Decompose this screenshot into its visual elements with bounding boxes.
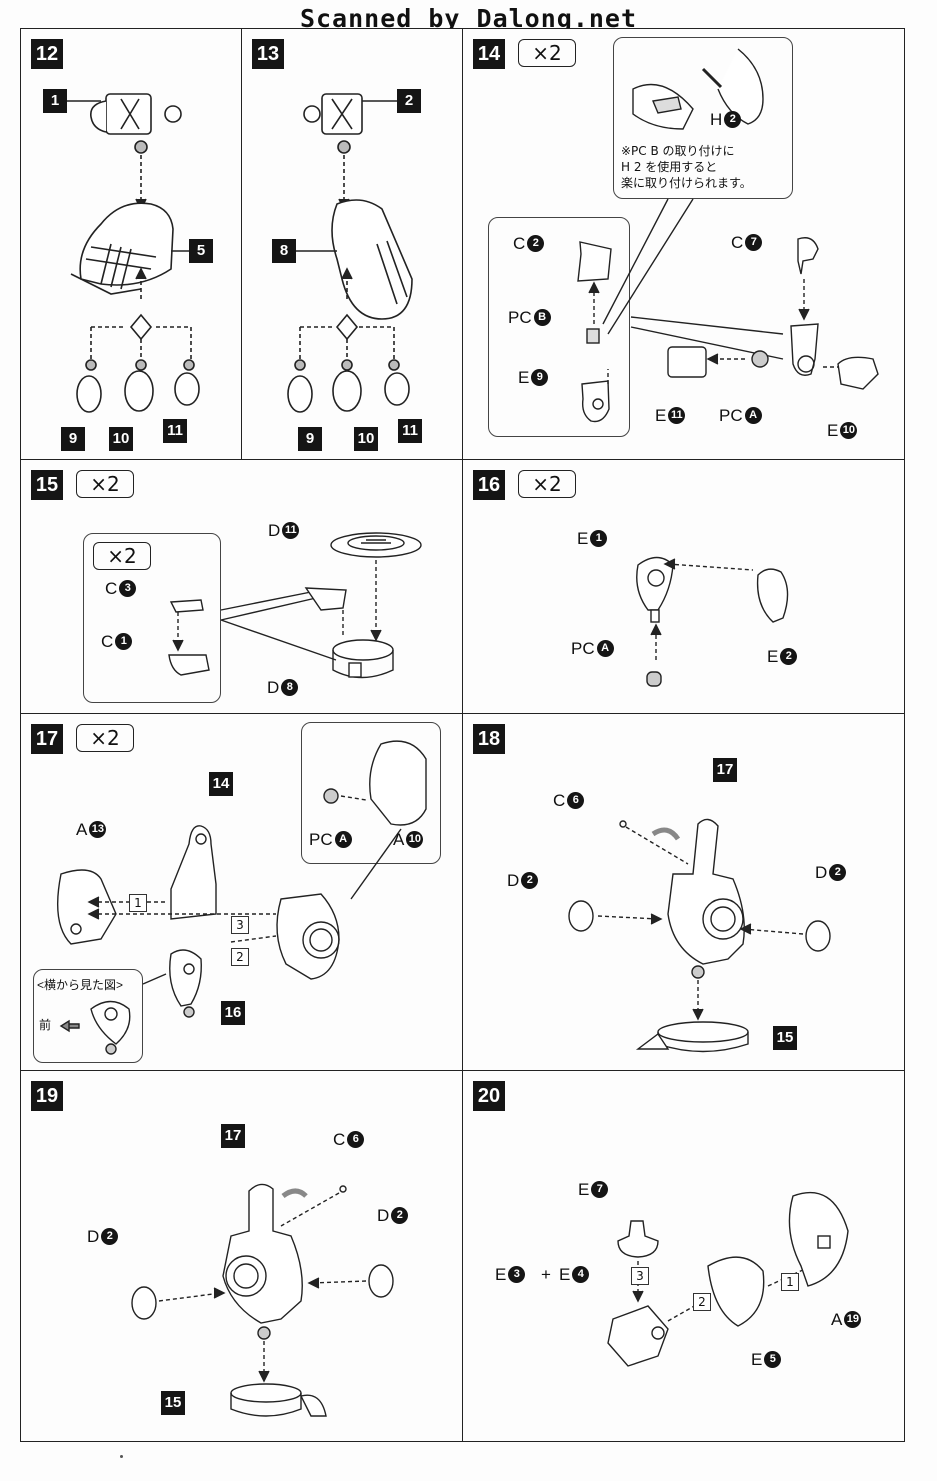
quantity-badge: ×2 — [76, 724, 134, 752]
step-number: 12 — [31, 39, 63, 69]
step-12-panel: 12 1 5 9 10 11 — [20, 28, 242, 460]
order-number: 1 — [129, 894, 147, 912]
detail-inset — [301, 722, 441, 864]
part-tag: 15 — [161, 1391, 185, 1415]
subassembly-inset — [83, 533, 221, 703]
part-tag: 16 — [221, 1001, 245, 1025]
part-tag: 9 — [298, 427, 322, 451]
step-number: 19 — [31, 1081, 63, 1111]
side-view-title: <横から見た図> — [37, 978, 124, 992]
tip-inset — [613, 37, 793, 199]
step-12-diagram — [57, 93, 200, 413]
quantity-badge: ×2 — [518, 470, 576, 498]
part-tag: 5 — [189, 239, 213, 263]
step-18-diagram — [568, 818, 831, 1053]
order-number: 2 — [693, 1293, 711, 1311]
front-label: 前 — [39, 1018, 52, 1032]
step-14-panel: 14 ×2 — [462, 28, 905, 460]
part-tag: 10 — [354, 427, 378, 451]
part-tag: 17 — [221, 1124, 245, 1148]
plus-sign: + — [541, 1265, 551, 1284]
part-tag: 2 — [397, 89, 421, 113]
step-14-diagram — [577, 48, 879, 423]
quantity-badge: ×2 — [76, 470, 134, 498]
part-tag: 17 — [713, 758, 737, 782]
quantity-badge: ×2 — [518, 39, 576, 67]
step-number: 16 — [473, 470, 505, 500]
part-tag: 11 — [163, 419, 187, 443]
order-number: 3 — [631, 1267, 649, 1285]
step-17-diagram — [56, 740, 427, 1055]
step-13-diagram — [287, 93, 413, 413]
step-20-diagram — [607, 1191, 849, 1367]
step-17-panel: 17 ×2 14 16 — [20, 713, 463, 1071]
step-number: 14 — [473, 39, 505, 69]
part-tag: 15 — [773, 1026, 797, 1050]
part-tag: 14 — [209, 772, 233, 796]
step-13-panel: 13 2 8 9 10 11 — [241, 28, 463, 460]
part-tag: 8 — [272, 239, 296, 263]
assembly-tip-note: ※PC B の取り付けに H 2 を使用すると 楽に取り付けられます。 — [621, 144, 752, 190]
step-number: 17 — [31, 724, 63, 754]
step-16-diagram — [636, 556, 789, 687]
scan-speck — [120, 1455, 123, 1458]
order-number: 3 — [231, 916, 249, 934]
detail-inset — [488, 217, 630, 437]
part-tag: 10 — [109, 427, 133, 451]
step-19-diagram — [131, 1183, 394, 1417]
step-number: 13 — [252, 39, 284, 69]
order-number: 2 — [231, 948, 249, 966]
side-view-inset — [33, 969, 143, 1063]
part-tag: 11 — [398, 419, 422, 443]
inset-quantity-badge: ×2 — [93, 542, 151, 570]
step-15-diagram — [168, 532, 422, 679]
part-tag: 1 — [43, 89, 67, 113]
part-tag: 9 — [61, 427, 85, 451]
step-number: 20 — [473, 1081, 505, 1111]
step-number: 15 — [31, 470, 63, 500]
order-number: 1 — [781, 1273, 799, 1291]
step-number: 18 — [473, 724, 505, 754]
